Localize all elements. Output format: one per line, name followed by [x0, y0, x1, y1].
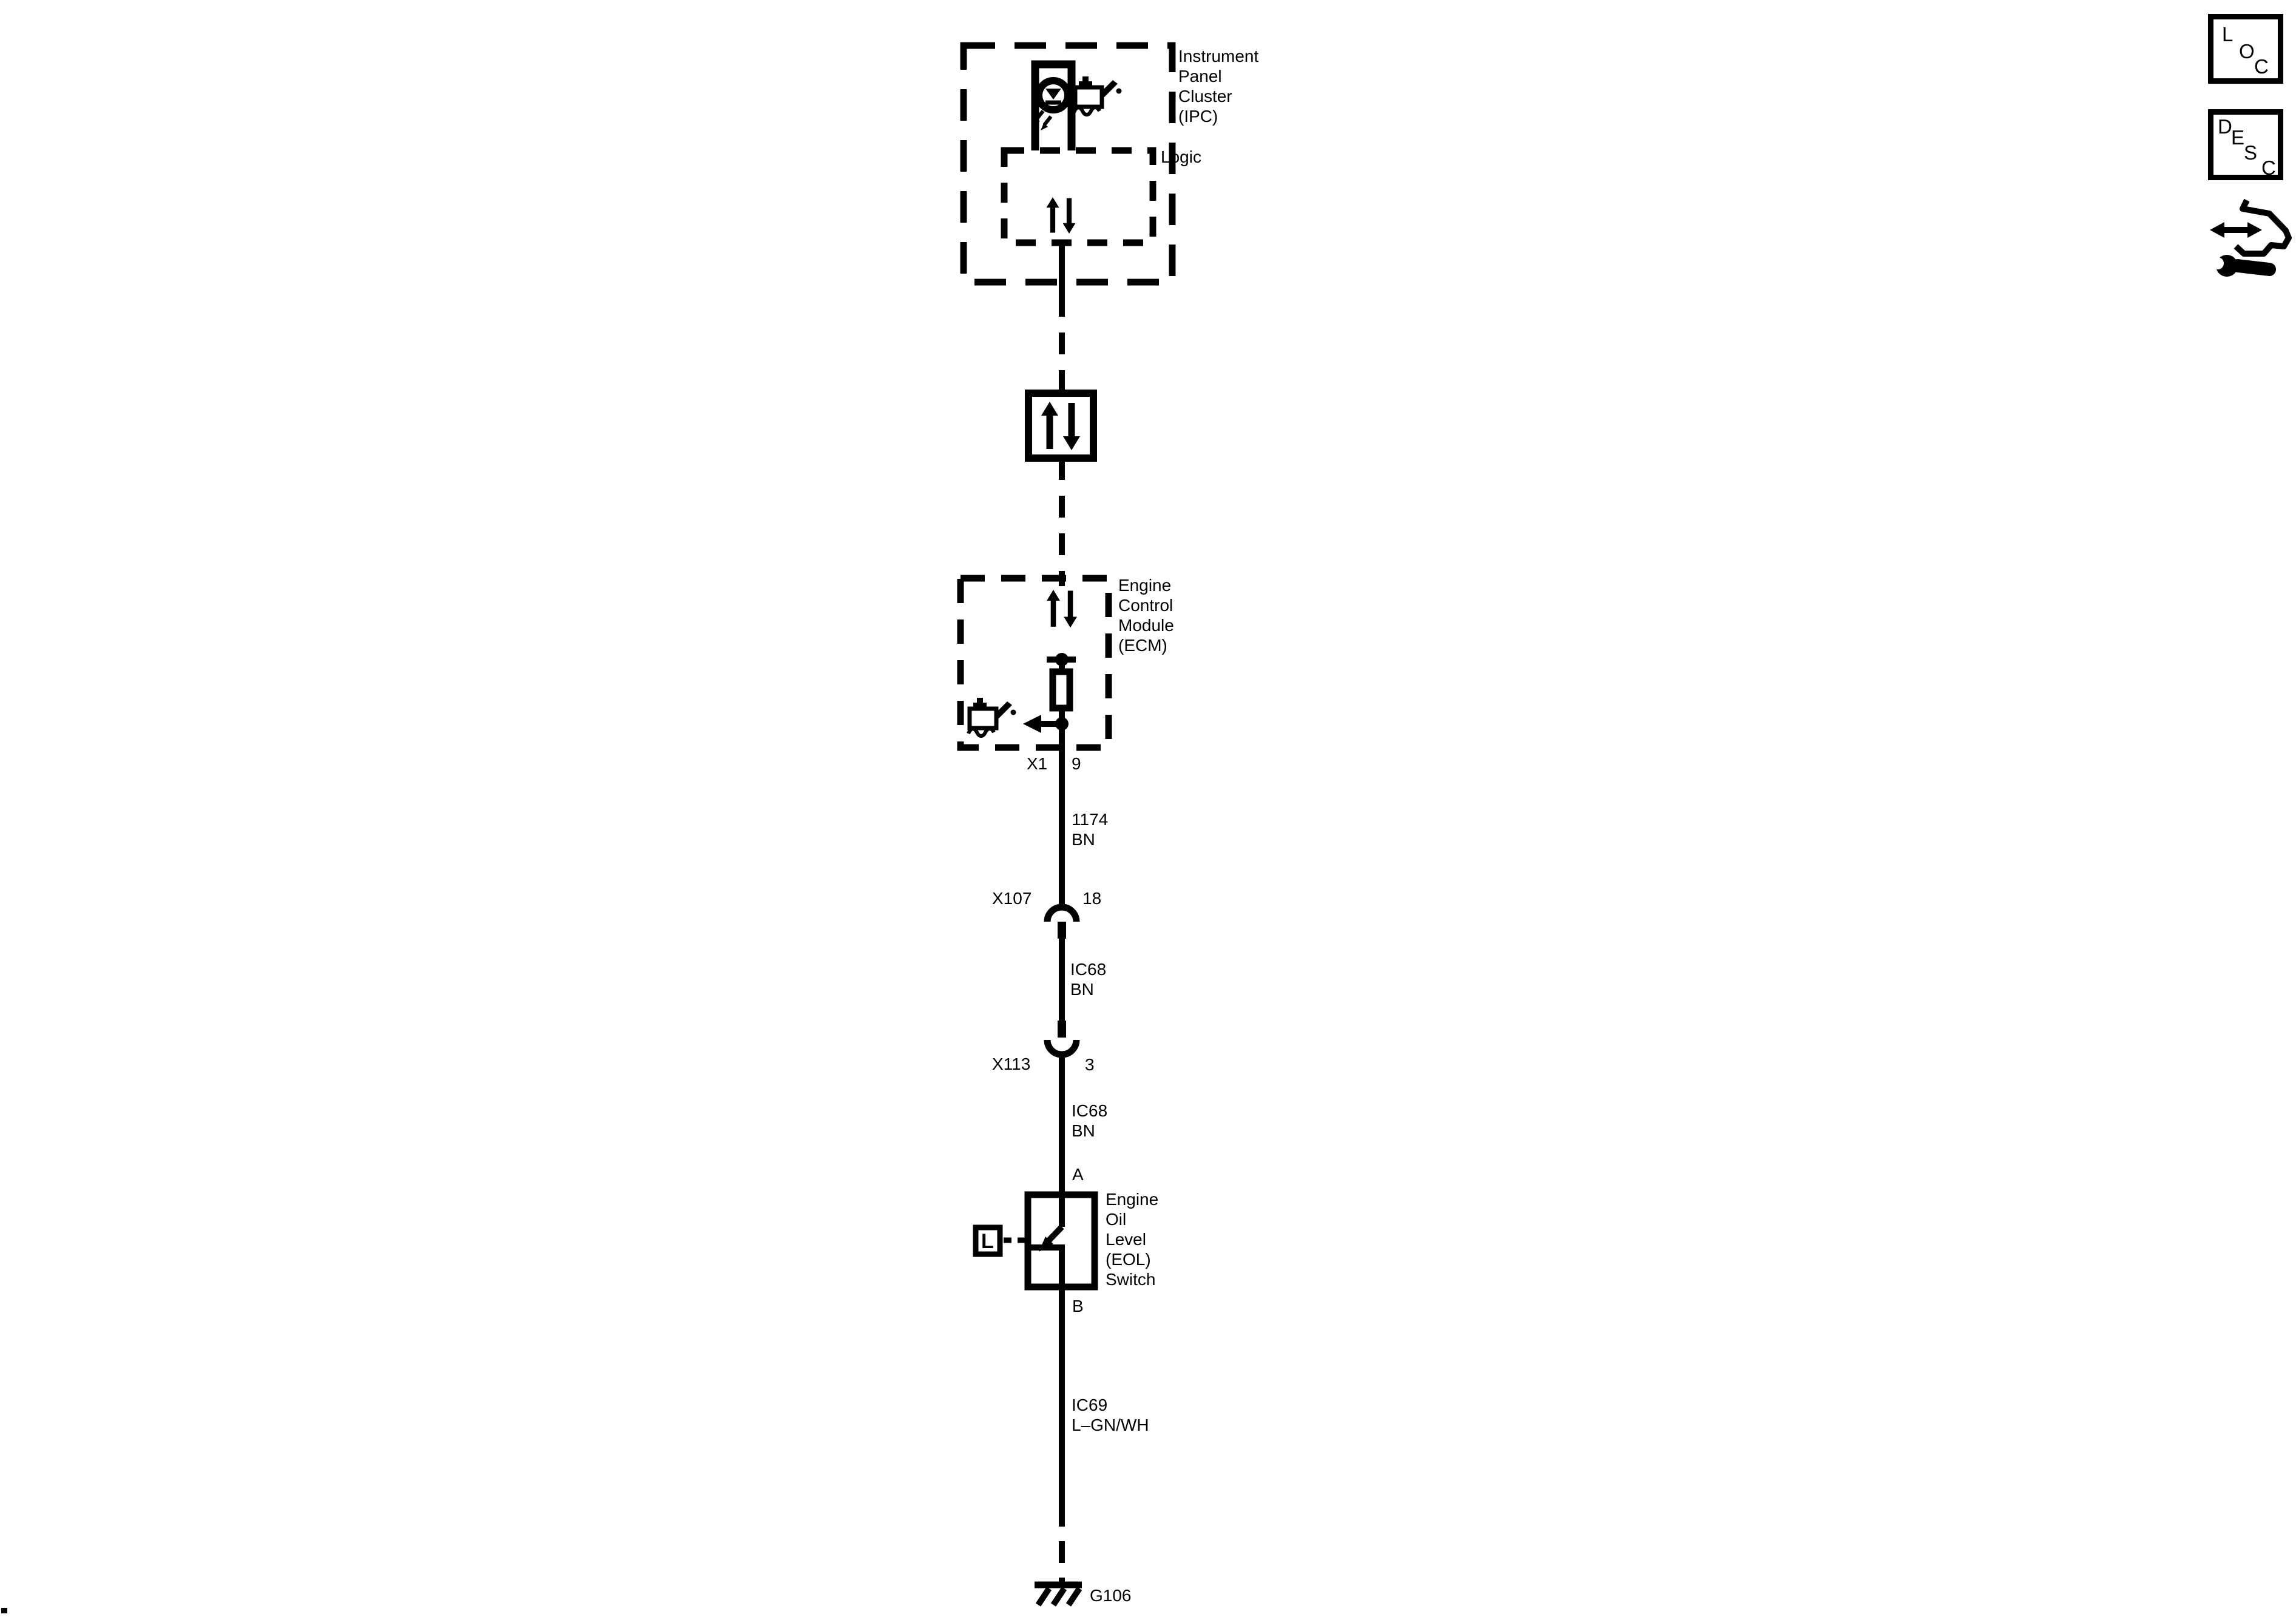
eol-switch-title: Engine Oil Level (EOL) Switch [1106, 1189, 1158, 1289]
connector-label-x113: X113 [992, 1055, 1031, 1073]
wire-circuit: IC69 [1072, 1396, 1108, 1414]
level-sensor-letter: L [981, 1230, 994, 1253]
ipc-title-line: (IPC) [1178, 107, 1218, 126]
eol-title-line: Engine [1106, 1190, 1159, 1209]
desc-button[interactable]: D E S C [2208, 109, 2283, 180]
serial-arrows-logic [1047, 197, 1076, 234]
wire-circuit: IC68 [1072, 1101, 1108, 1120]
wire-circuit: IC68 [1070, 960, 1107, 979]
wire-circuit: 1174 [1072, 810, 1109, 829]
pin-label-18: 18 [1082, 889, 1102, 908]
loc-letter: C [2254, 55, 2269, 78]
desc-letter: D [2218, 115, 2232, 138]
loc-letter: O [2239, 40, 2255, 62]
ipc-title-line: Panel [1178, 67, 1222, 86]
ground-symbol [1035, 1581, 1082, 1607]
ecm-title-line: Control [1118, 596, 1173, 615]
ipc-title: Instrument Panel Cluster (IPC) [1178, 46, 1258, 126]
eol-title-line: Oil [1106, 1210, 1127, 1229]
wrench-arrow-icon[interactable] [2209, 195, 2295, 285]
serial-data-box [1025, 390, 1097, 462]
oil-can-icon-ipc [1074, 76, 1122, 115]
eol-title-line: (EOL) [1106, 1250, 1151, 1269]
ipc-outline [960, 42, 1176, 286]
eol-switch-symbol [1024, 1191, 1098, 1582]
pullup-resistor [1049, 668, 1073, 712]
wire-label-ic69: IC69 L–GN/WH [1072, 1395, 1149, 1435]
ecm-title: Engine Control Module (ECM) [1118, 575, 1174, 655]
loc-letter: L [2222, 23, 2234, 46]
wire-color: L–GN/WH [1072, 1416, 1149, 1434]
desc-letter: C [2261, 157, 2276, 179]
level-sensor-box [973, 1224, 1028, 1257]
artifact-dot [1, 1608, 7, 1613]
logic-label: Logic [1161, 147, 1201, 166]
ecm-title-line: Engine [1118, 576, 1172, 595]
ipc-title-line: Cluster [1178, 87, 1232, 106]
ecm-title-line: (ECM) [1118, 636, 1167, 655]
oil-can-icon-ecm [968, 698, 1016, 736]
eol-title-line: Level [1106, 1230, 1146, 1249]
ecm-outline [957, 575, 1112, 751]
ecm-connector-label: X1 [1027, 754, 1048, 773]
ipc-title-line: Instrument [1178, 47, 1259, 66]
connector-label-x107: X107 [992, 889, 1032, 908]
ipc-logic-box [1001, 147, 1156, 246]
serial-arrows-ecm [1047, 590, 1077, 627]
wire-label-ic68-upper: IC68 BN [1070, 959, 1106, 999]
inline-connector-x113 [1044, 1021, 1080, 1195]
terminal-label-a: A [1072, 1165, 1084, 1184]
wire-label-1174: 1174 BN [1072, 809, 1108, 849]
wire-label-ic68-lower: IC68 BN [1072, 1101, 1107, 1141]
pin-label-3: 3 [1085, 1055, 1095, 1074]
terminal-label-b: B [1072, 1297, 1084, 1315]
ecm-pin-label: 9 [1072, 754, 1081, 773]
ipc-indicator-lamp [1031, 60, 1076, 150]
loc-button[interactable]: L O C [2208, 14, 2283, 84]
ecm-title-line: Module [1118, 616, 1174, 635]
signal-node-arrow [1023, 708, 1069, 906]
ground-label-g106: G106 [1090, 1586, 1132, 1605]
wire-color: BN [1072, 830, 1095, 849]
desc-letter: S [2244, 141, 2258, 164]
desc-letter: E [2231, 126, 2245, 149]
inline-connector-x107 [1044, 903, 1080, 1021]
lamp-ray-icon [1033, 110, 1053, 130]
double-arrow-icon [2210, 222, 2262, 238]
wire-color: BN [1070, 980, 1094, 999]
eol-title-line: Switch [1106, 1270, 1156, 1289]
wire-color: BN [1072, 1121, 1095, 1140]
wrench-icon [2209, 255, 2276, 277]
